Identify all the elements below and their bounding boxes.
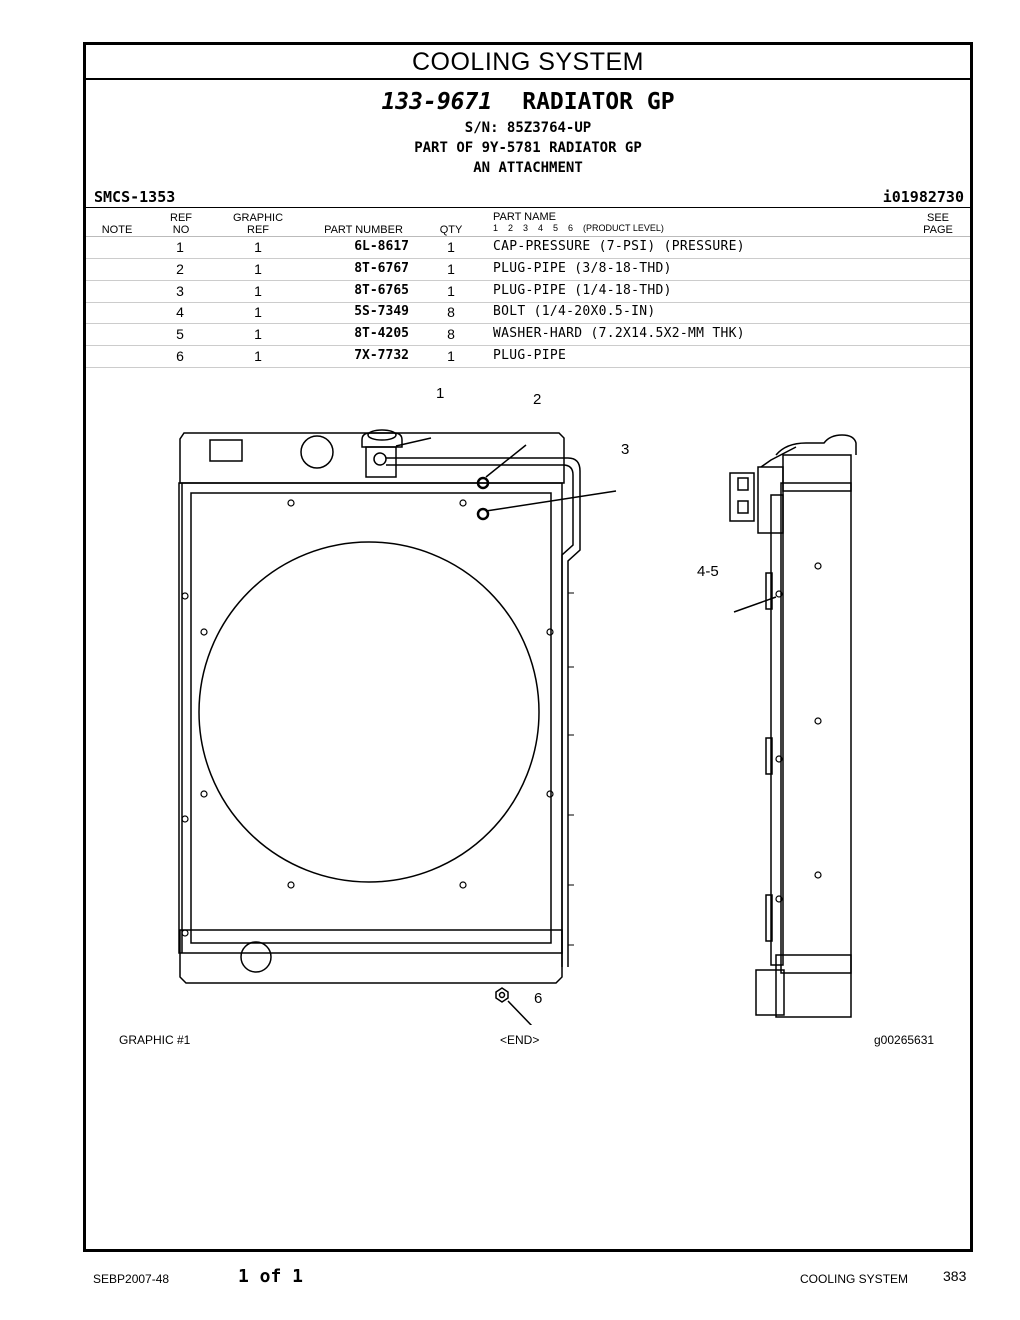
- table-row: 6 1 7X-7732 1 PLUG-PIPE: [86, 346, 970, 368]
- part-of-line: PART OF 9Y-5781 RADIATOR GP: [414, 140, 642, 156]
- quantity: 1: [447, 261, 455, 277]
- quantity: 1: [447, 239, 455, 255]
- col-ref-1: REF: [170, 212, 192, 224]
- table-row: 5 1 8T-4205 8 WASHER-HARD (7.2X14.5X2-MM…: [86, 324, 970, 346]
- footer-section: COOLING SYSTEM: [800, 1272, 909, 1286]
- page-of: 1 of 1: [238, 1266, 304, 1287]
- smcs-code: SMCS-1353: [94, 188, 176, 206]
- callout-3: 3: [621, 441, 630, 458]
- attachment-line: AN ATTACHMENT: [473, 160, 583, 176]
- table-row: 1 1 6L-8617 1 CAP-PRESSURE (7-PSI) (PRES…: [86, 237, 970, 259]
- serial-number: S/N: 85Z3764-UP: [464, 120, 592, 136]
- callout-1: 1: [436, 385, 445, 402]
- part-name: BOLT (1/4-20X0.5-IN): [493, 304, 656, 319]
- part-name: PLUG-PIPE: [493, 348, 567, 363]
- table-top-rule: [86, 207, 970, 208]
- table-row: 2 1 8T-6767 1 PLUG-PIPE (3/8-18-THD): [86, 259, 970, 281]
- quantity: 1: [447, 283, 455, 299]
- col-note: NOTE: [101, 224, 133, 236]
- quantity: 8: [447, 326, 455, 342]
- graphic-ref: 1: [254, 326, 262, 342]
- part-number: 7X-7732: [354, 348, 409, 363]
- table-row: 3 1 8T-6765 1 PLUG-PIPE (1/4-18-THD): [86, 281, 970, 303]
- page-number: 383: [943, 1268, 967, 1284]
- ref-no: 6: [176, 348, 184, 364]
- group-part-number: 133-9671: [381, 89, 493, 115]
- part-number: 8T-6765: [354, 283, 409, 298]
- illustration-id: i01982730: [882, 188, 964, 206]
- part-header: 133-9671 RADIATOR GP: [86, 89, 970, 115]
- group-part-title: RADIATOR GP: [522, 89, 675, 115]
- ref-no: 2: [176, 261, 184, 277]
- col-part-name: PART NAME: [493, 211, 556, 223]
- part-name: PLUG-PIPE (1/4-18-THD): [493, 283, 672, 298]
- ref-no: 4: [176, 304, 184, 320]
- graphic-ref: 1: [254, 348, 262, 364]
- section-title: COOLING SYSTEM: [86, 45, 970, 80]
- callout-2: 2: [533, 391, 542, 408]
- quantity: 1: [447, 348, 455, 364]
- graphic-label: GRAPHIC #1: [119, 1033, 191, 1047]
- header-rule: [86, 236, 970, 237]
- col-see-2: PAGE: [923, 224, 953, 236]
- callout-4-5: 4-5: [697, 563, 719, 580]
- col-ref-2: NO: [172, 224, 190, 236]
- part-number: 6L-8617: [354, 239, 409, 254]
- ref-no: 3: [176, 283, 184, 299]
- part-number: 8T-4205: [354, 326, 409, 341]
- part-number: 5S-7349: [354, 304, 409, 319]
- ref-no: 5: [176, 326, 184, 342]
- table-row: 4 1 5S-7349 8 BOLT (1/4-20X0.5-IN): [86, 302, 970, 324]
- end-marker: <END>: [500, 1033, 540, 1047]
- graphic-id: g00265631: [874, 1033, 935, 1047]
- front-view: [178, 429, 617, 1025]
- col-graphic-2: REF: [247, 224, 269, 236]
- ref-no: 1: [176, 239, 184, 255]
- graphic-ref: 1: [254, 283, 262, 299]
- part-name: WASHER-HARD (7.2X14.5X2-MM THK): [493, 326, 745, 341]
- col-product-level: 1 2 3 4 5 6 (PRODUCT LEVEL): [493, 223, 664, 233]
- graphic-ref: 1: [254, 304, 262, 320]
- radiator-illustration: [178, 429, 857, 1025]
- col-see-1: SEE: [926, 212, 949, 224]
- part-name: PLUG-PIPE (3/8-18-THD): [493, 261, 672, 276]
- callout-6: 6: [534, 990, 543, 1007]
- quantity: 8: [447, 304, 455, 320]
- graphic-ref: 1: [254, 239, 262, 255]
- col-qty: QTY: [439, 224, 463, 236]
- part-name: CAP-PRESSURE (7-PSI) (PRESSURE): [493, 239, 745, 254]
- col-graphic-1: GRAPHIC: [232, 212, 284, 224]
- col-part-number: PART NUMBER: [324, 224, 403, 236]
- side-view: [729, 434, 857, 1018]
- page-frame: COOLING SYSTEM 133-9671 RADIATOR GP S/N: …: [83, 42, 973, 1252]
- graphic-ref: 1: [254, 261, 262, 277]
- document-id: SEBP2007-48: [93, 1272, 170, 1286]
- part-number: 8T-6767: [354, 261, 409, 276]
